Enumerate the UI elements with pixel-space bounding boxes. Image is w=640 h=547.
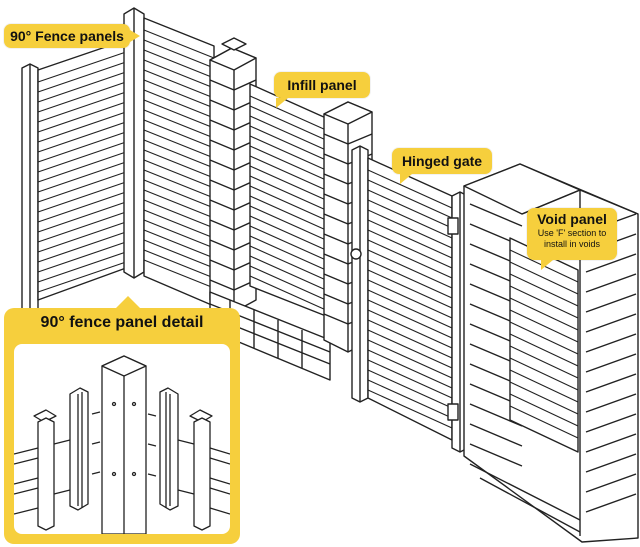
detail-title: 90° fence panel detail — [40, 314, 204, 331]
void-panel-label: Void panel Use 'F' section to install in… — [527, 208, 617, 270]
brick-pier-1 — [209, 37, 257, 313]
corner-post — [123, 7, 215, 307]
hinged-gate-label: Hinged gate — [392, 148, 492, 184]
post-detail-illustration — [14, 355, 230, 534]
fence-panel-slats-left — [37, 51, 127, 293]
fence-panel-slats-right — [143, 29, 215, 289]
infill-panel-label: Infill panel — [274, 72, 370, 108]
detail-drawing — [14, 344, 230, 534]
gate-post-left — [351, 145, 369, 403]
void-panel-title: Void panel — [537, 211, 607, 227]
fence-panels-label: 90° Fence panels — [4, 24, 140, 48]
void-panel-note: Use 'F' section to install in voids — [537, 228, 607, 249]
infill-panel — [249, 83, 327, 317]
void-panel — [509, 237, 579, 453]
detail-inset: 90° fence panel detail — [4, 296, 240, 544]
fence-panel-left — [21, 39, 127, 317]
